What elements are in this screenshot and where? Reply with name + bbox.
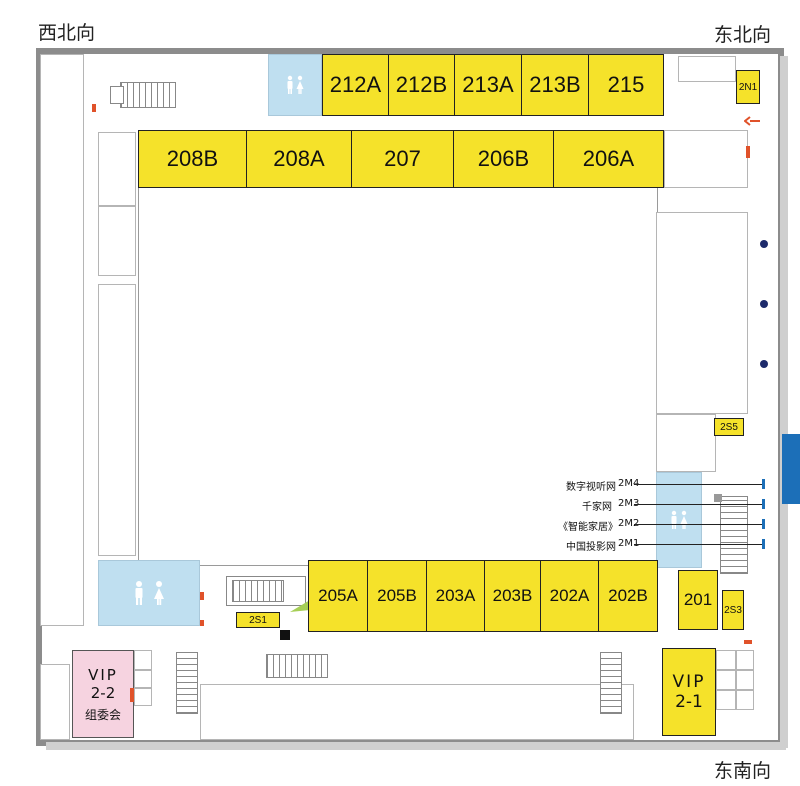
escalator-south	[266, 654, 328, 678]
exit-marker	[744, 640, 752, 644]
leader-line	[634, 544, 762, 545]
booth-206a[interactable]: 206A	[553, 130, 664, 188]
vip-number: 2-2	[90, 683, 116, 702]
leader-line	[634, 504, 762, 505]
central-atrium	[138, 186, 658, 566]
compass-northwest: 西北向	[38, 22, 96, 44]
restroom-north	[268, 54, 322, 116]
east-column-marker	[760, 240, 768, 248]
media-booth-code: 2M1	[618, 538, 640, 549]
booth-2s3[interactable]: 2S3	[722, 590, 744, 630]
west-inner-column-mid	[98, 206, 136, 276]
compass-southeast: 东南向	[714, 760, 772, 782]
restroom-icon	[287, 75, 304, 94]
south-corridor-west	[40, 664, 70, 740]
booth-213b[interactable]: 213B	[521, 54, 589, 116]
escalator-northwest	[110, 86, 124, 104]
booth-201[interactable]: 201	[678, 570, 718, 630]
exit-marker	[200, 592, 204, 600]
west-inner-column-top	[98, 132, 136, 206]
west-inner-column-low	[98, 284, 136, 556]
leader-line	[634, 484, 762, 485]
booth-202a[interactable]: 202A	[540, 560, 599, 632]
east-column-marker	[760, 300, 768, 308]
outer-wall-shadow-right	[780, 56, 788, 748]
booth-2n1[interactable]: 2N1	[736, 70, 760, 104]
media-marker	[762, 539, 765, 549]
exit-marker	[200, 620, 204, 626]
booth-203b[interactable]: 203B	[484, 560, 541, 632]
east-hall-lower	[656, 414, 716, 472]
booth-207[interactable]: 207	[351, 130, 454, 188]
east-hall-upper	[656, 212, 748, 414]
vip-title: VIP	[88, 665, 118, 684]
booth-206b[interactable]: 206B	[453, 130, 554, 188]
media-marker	[762, 519, 765, 529]
vip-title: VIP	[672, 672, 706, 692]
vip21-side-room	[736, 690, 754, 710]
vip-subtitle: 组委会	[84, 707, 121, 722]
vip21-side-room	[716, 650, 736, 670]
vip21-side-room	[736, 650, 754, 670]
media-booth-code: 2M2	[618, 518, 640, 529]
exit-marker	[92, 104, 96, 112]
leader-line	[634, 524, 762, 525]
restroom-east	[656, 472, 702, 568]
booth-215[interactable]: 215	[588, 54, 664, 116]
stairs-south-east	[600, 652, 622, 714]
stairs-south-west	[176, 652, 198, 714]
media-booth-code: 2M4	[618, 478, 640, 489]
east-column-marker	[760, 360, 768, 368]
east-service-room	[664, 130, 748, 188]
media-booth-name: 数字视听网	[566, 482, 616, 493]
vip22-side-room	[134, 688, 152, 706]
media-booth-name: 《智能家居》	[558, 522, 618, 533]
booth-208a[interactable]: 208A	[246, 130, 352, 188]
entrance-ramp	[290, 600, 310, 612]
info-desk-marker	[280, 630, 290, 640]
east-entrance-marker	[782, 434, 800, 504]
vip21-side-room	[716, 670, 736, 690]
booth-203a[interactable]: 203A	[426, 560, 485, 632]
booth-213a[interactable]: 213A	[454, 54, 522, 116]
booth-212a[interactable]: 212A	[322, 54, 389, 116]
vip-number: 2-1	[675, 692, 703, 712]
vip21-side-room	[736, 670, 754, 690]
media-booth-name: 千家网	[582, 502, 612, 513]
vip21-side-room	[716, 690, 736, 710]
vip22-side-room	[134, 650, 152, 670]
media-booth-name: 中国投影网	[566, 542, 616, 553]
restroom-southwest	[98, 560, 200, 626]
booth-202b[interactable]: 202B	[598, 560, 658, 632]
escalator-east-rail	[714, 494, 722, 502]
booth-205b[interactable]: 205B	[367, 560, 427, 632]
vip-room-2-2[interactable]: VIP 2-2 组委会	[72, 650, 134, 738]
northeast-niche	[678, 56, 736, 82]
stairs-northwest	[120, 82, 176, 108]
door-marker	[130, 688, 134, 702]
booth-205a[interactable]: 205A	[308, 560, 368, 632]
media-booth-code: 2M3	[618, 498, 640, 509]
booth-2s1[interactable]: 2S1	[236, 612, 280, 628]
restroom-icon	[671, 510, 688, 529]
vip-room-2-1[interactable]: VIP 2-1	[662, 648, 716, 736]
booth-2s5[interactable]: 2S5	[714, 418, 744, 436]
escalator-east	[720, 496, 748, 574]
vip22-side-room	[134, 670, 152, 688]
booth-208b[interactable]: 208B	[138, 130, 247, 188]
exit-arrow-icon	[744, 116, 760, 126]
escalator-southwest	[232, 580, 284, 602]
west-corridor	[40, 54, 84, 626]
restroom-icon	[135, 581, 164, 605]
media-marker	[762, 499, 765, 509]
booth-212b[interactable]: 212B	[388, 54, 455, 116]
compass-northeast: 东北向	[714, 24, 772, 46]
exit-marker	[746, 146, 750, 158]
outer-wall-shadow	[46, 742, 786, 750]
media-marker	[762, 479, 765, 489]
south-hall	[200, 684, 634, 740]
